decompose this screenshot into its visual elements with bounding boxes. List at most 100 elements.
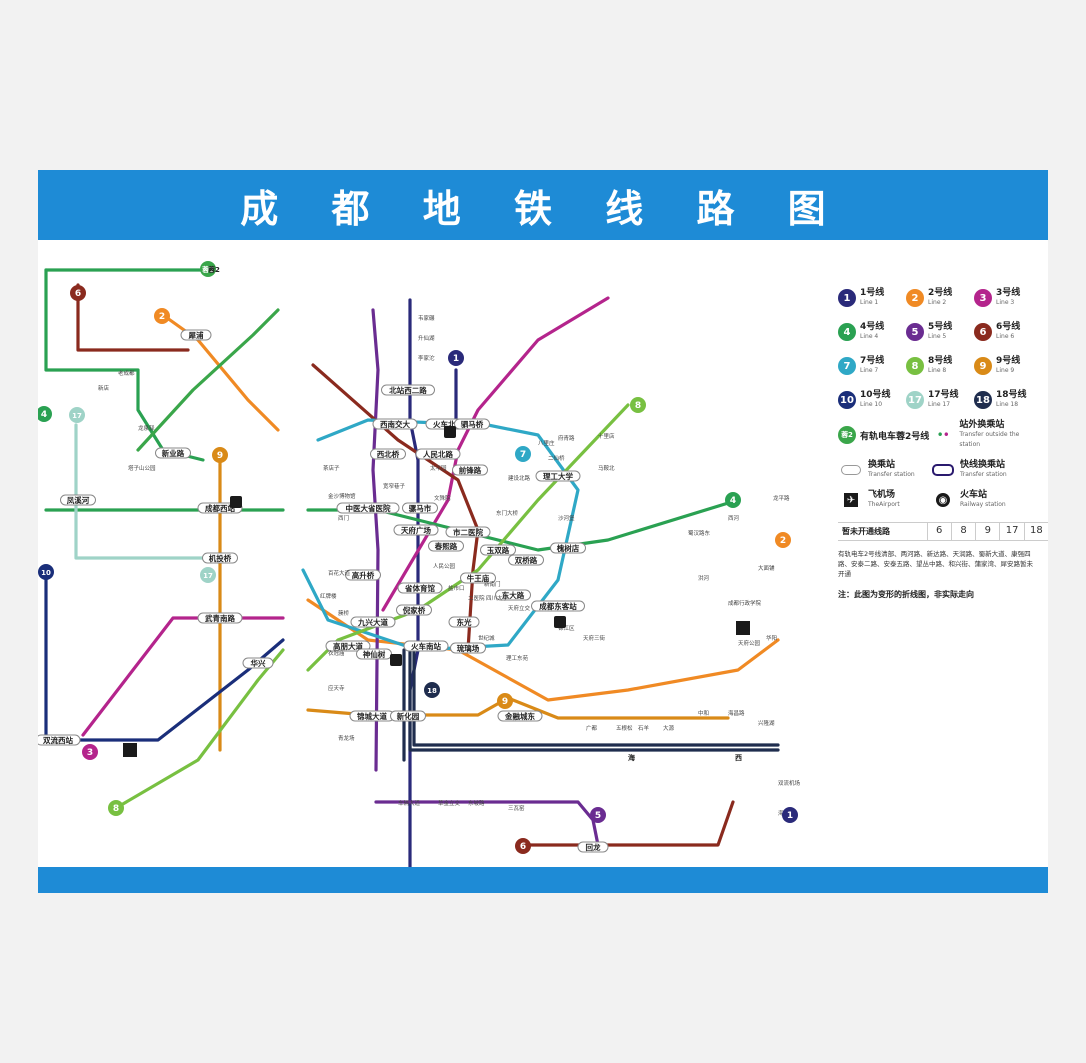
line-badge-icon: 1 [838, 289, 856, 307]
transfer-station-label: 双桥路 [515, 555, 538, 565]
transfer-station-label: 高朋大道 [333, 641, 363, 651]
line-badge-number: 9 [502, 697, 508, 707]
legend-line-en: Line 6 [996, 333, 1015, 340]
transfer-station-label: 锦城大道 [357, 711, 387, 721]
poster-title: 成 都 地 铁 线 路 图 [240, 186, 846, 231]
station-label: 马鞍北 [598, 464, 615, 472]
station-label: 盐市口 [448, 584, 465, 592]
free-map-label: 海 [628, 753, 635, 762]
legend-express-cn: 快线换乘站 [960, 460, 1006, 470]
transfer-station-pill [454, 418, 490, 430]
transfer-station-label: 高升桥 [352, 570, 375, 580]
line-badge-icon: 2 [906, 289, 924, 307]
station-label: 沙河堡 [558, 514, 575, 522]
line-badge-number: 1 [787, 811, 793, 821]
line-badge-circle [725, 492, 741, 508]
transfer-station-pill [370, 448, 406, 460]
transfer-station-pill [497, 710, 543, 722]
legend-line-cn: 8号线 [928, 356, 953, 366]
airplane-icon [123, 743, 137, 757]
station-label: 蜀汉路东 [688, 529, 711, 537]
station-label: 红牌楼 [320, 592, 337, 600]
transfer-station-pill [202, 552, 238, 564]
station-label: 二医院 [468, 594, 485, 602]
station-label: 海昌路 [728, 709, 745, 717]
station-label: 韦家碾 [418, 314, 435, 322]
transfer-station-label: 火车北站 [433, 419, 463, 429]
line-badge-icon: 9 [974, 357, 992, 375]
legend-airport-en: TheAirport [868, 501, 900, 508]
legend-railway: ◉ 火车站 Railway station [930, 490, 1040, 510]
station-label: 衣冠庙 [328, 649, 345, 657]
tram-note: 有轨电车2号线清部、两河路、新达路、天润路、蜀新大道、康强四路、安泰二路、安泰五… [838, 550, 1033, 578]
line-badge-circle [212, 447, 228, 463]
line-badge-circle [38, 564, 54, 580]
out-transfer-icon: •• [936, 428, 950, 442]
transfer-station-label: 西北桥 [377, 449, 400, 459]
transfer-station-pill [336, 502, 400, 514]
station-label: 车辆大道 [398, 799, 421, 807]
legend-line-en: Line 7 [860, 367, 879, 374]
station-label: 金沙博物馆 [328, 492, 356, 500]
line-badge-circle [154, 308, 170, 324]
free-map-label: 西 [735, 754, 742, 762]
station-label: 天府三街 [583, 634, 606, 642]
station-label: 宽窄巷子 [383, 482, 406, 490]
train-icon [444, 426, 456, 438]
station-label: 三瓦窑 [508, 804, 525, 812]
line-badge-icon: 18 [974, 391, 992, 409]
legend-line-en: Line 3 [996, 299, 1015, 306]
line18-east-path [408, 648, 780, 752]
transfer-station-pill [397, 582, 443, 594]
legend-line-cn: 7号线 [860, 356, 885, 366]
line-badge-icon: 7 [838, 357, 856, 375]
transfer-pill-icon [838, 461, 864, 479]
transfer-station-pill [356, 648, 392, 660]
transfer-station-label: 省体育馆 [404, 583, 435, 593]
transfer-station-pill [402, 502, 438, 514]
line-badge-circle [108, 800, 124, 816]
line-badge-number: 18 [427, 687, 437, 695]
legend-tram: 蓉2 有轨电车蓉2号线 [838, 420, 930, 450]
line18-east2-path [412, 648, 780, 747]
transfer-station-label: 北站西二路 [389, 385, 427, 395]
line-badge-number: 10 [41, 569, 51, 577]
line5-center-path [371, 308, 380, 772]
legend-transfer-cn: 换乘站 [868, 460, 896, 470]
station-label: 簇桥 [338, 609, 350, 617]
transfer-station-label: 成都西站 [205, 503, 235, 513]
legend-out-transfer-cn: 站外换乘站 [959, 420, 1005, 430]
line-badge-number: 4 [41, 410, 47, 420]
legend-transfer: 换乘站 Transfer station [838, 460, 930, 480]
line-badge-circle [200, 261, 216, 277]
legend-express-en: Transfer station [960, 471, 1007, 478]
line-badge-circle [515, 838, 531, 854]
line-badge-circle [70, 285, 86, 301]
transfer-station-label: 前锋路 [459, 465, 482, 475]
unopened-line-6: 6 [926, 523, 951, 540]
metro-map[interactable]: 火车北站驷马桥西南交大北站西二路西北桥人民北路前锋路理工大学中医大省医院骡马市天… [38, 170, 838, 867]
station-label: 龙泉驿 [138, 424, 155, 432]
line-badge-number: 4 [730, 496, 736, 506]
tram-badge-icon: 蓉2 [838, 426, 856, 444]
station-label: 成都行政学院 [728, 599, 762, 607]
station-label: 天府立交 [508, 604, 531, 612]
station-label: 洪河 [698, 574, 710, 582]
transfer-station-label: 人民北路 [423, 449, 453, 459]
station-label: 理工东苑 [506, 654, 529, 662]
unopened-label: 暂未开通线路 [842, 527, 890, 536]
station-label: 塔子山公园 [128, 464, 156, 472]
line-badge-circle [630, 397, 646, 413]
transfer-station-label: 倪家桥 [403, 605, 426, 615]
line-badge-icon: 17 [906, 391, 924, 409]
legend-transfer-en: Transfer station [868, 471, 915, 478]
transfer-station-pill [390, 710, 426, 722]
line-badge-icon: 5 [906, 323, 924, 341]
